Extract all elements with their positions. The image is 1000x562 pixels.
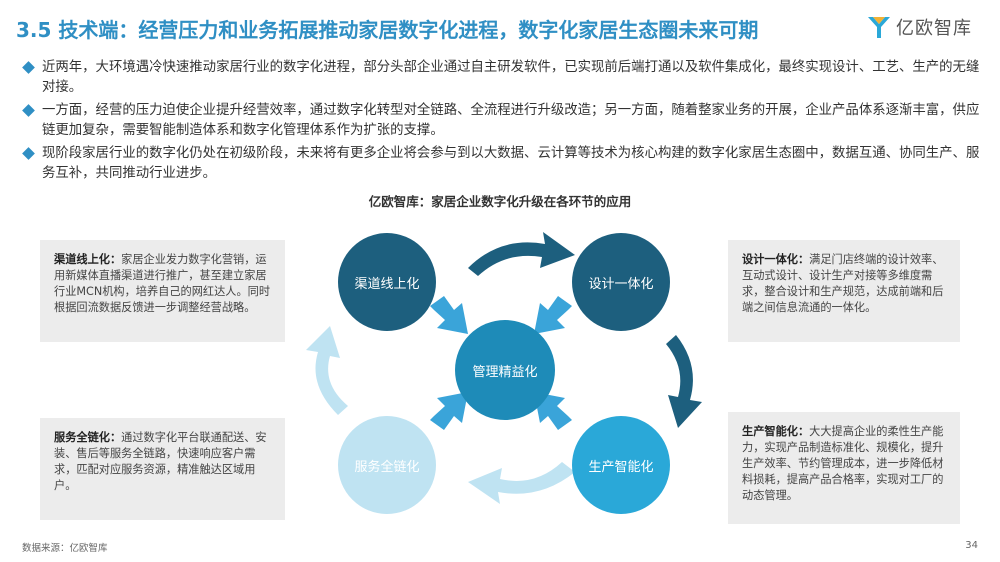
box-label: 渠道线上化： bbox=[54, 253, 122, 266]
arrow-to-center-top-left bbox=[430, 296, 468, 334]
bullet-item: 近两年，大环境遇冷快速推动家居行业的数字化进程，部分头部企业通过自主研发软件，已… bbox=[22, 58, 982, 97]
arrow-to-center-bottom-left bbox=[430, 392, 468, 430]
brand-logo: 亿欧智库 bbox=[866, 14, 972, 40]
bullet-list: 近两年，大环境遇冷快速推动家居行业的数字化进程，部分头部企业通过自主研发软件，已… bbox=[22, 58, 982, 187]
box-production-intelligence: 生产智能化：大大提高企业的柔性生产能力，实现产品制造标准化、规模化，提升生产效率… bbox=[728, 412, 960, 524]
box-text: 满足门店终端的设计效率、互动式设计、设计生产对接等多维度需求，整合设计和生产规范… bbox=[742, 253, 944, 314]
box-label: 服务全链化： bbox=[54, 431, 122, 444]
box-design-integration: 设计一体化：满足门店终端的设计效率、互动式设计、设计生产对接等多维度需求，整合设… bbox=[728, 240, 960, 342]
node-design-integration: 设计一体化 bbox=[572, 233, 670, 331]
node-label: 设计一体化 bbox=[588, 276, 654, 292]
bullet-item: 一方面，经营的压力迫使企业提升经营效率，通过数字化转型对全链路、全流程进行升级改… bbox=[22, 101, 982, 140]
page-title: 3.5 技术端：经营压力和业务拓展推动家居数字化进程，数字化家居生态圈未来可期 bbox=[16, 18, 759, 42]
box-label: 生产智能化： bbox=[742, 425, 810, 438]
box-text: 大大提高企业的柔性生产能力，实现产品制造标准化、规模化，提升生产效率、节约管理成… bbox=[742, 425, 944, 502]
arrow-to-center-top-right bbox=[534, 296, 572, 334]
node-label: 服务全链化 bbox=[354, 459, 420, 475]
bullet-text: 一方面，经营的压力迫使企业提升经营效率，通过数字化转型对全链路、全流程进行升级改… bbox=[42, 103, 980, 138]
box-text: 家居企业发力数字化营销，运用新媒体直播渠道进行推广，甚至建立家居行业MCN机构，… bbox=[54, 253, 271, 314]
curved-arrow-left bbox=[306, 326, 348, 415]
node-production-intelligence: 生产智能化 bbox=[572, 416, 670, 514]
curved-arrow-bottom bbox=[468, 462, 575, 504]
bullet-item: 现阶段家居行业的数字化仍处在初级阶段，未来将有更多企业将会参与到以大数据、云计算… bbox=[22, 144, 982, 183]
box-service-chain: 服务全链化：通过数字化平台联通配送、安装、售后等服务全链路，快速响应客户需求，匹… bbox=[40, 418, 285, 520]
box-label: 设计一体化： bbox=[742, 253, 810, 266]
curved-arrow-top bbox=[468, 232, 575, 276]
node-label: 生产智能化 bbox=[588, 459, 654, 475]
diagram-title: 亿欧智库：家居企业数字化升级在各环节的应用 bbox=[368, 194, 632, 209]
node-label: 渠道线上化 bbox=[354, 276, 420, 292]
box-channel-online: 渠道线上化：家居企业发力数字化营销，运用新媒体直播渠道进行推广，甚至建立家居行业… bbox=[40, 240, 285, 342]
logo-text: 亿欧智库 bbox=[896, 18, 972, 39]
node-channel-online: 渠道线上化 bbox=[338, 233, 436, 331]
yiou-logo-icon bbox=[868, 17, 890, 38]
curved-arrow-right bbox=[666, 335, 702, 428]
box-text: 通过数字化平台联通配送、安装、售后等服务全链路，快速响应客户需求，匹配对应服务资… bbox=[54, 431, 267, 492]
page-number: 34 bbox=[965, 540, 978, 551]
data-source: 数据来源：亿欧智库 bbox=[22, 543, 108, 554]
bullet-text: 现阶段家居行业的数字化仍处在初级阶段，未来将有更多企业将会参与到以大数据、云计算… bbox=[42, 146, 980, 181]
node-service-chain: 服务全链化 bbox=[338, 416, 436, 514]
node-management-lean: 管理精益化 bbox=[455, 320, 555, 420]
node-label: 管理精益化 bbox=[472, 364, 538, 380]
bullet-text: 近两年，大环境遇冷快速推动家居行业的数字化进程，部分头部企业通过自主研发软件，已… bbox=[42, 60, 980, 95]
